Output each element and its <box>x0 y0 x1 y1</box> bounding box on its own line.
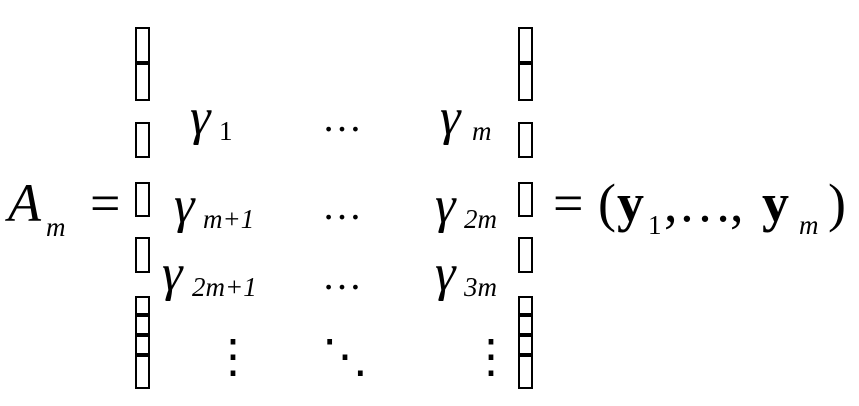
rhs-first-sub: 1 <box>648 210 662 240</box>
matrix-r4c2: ⋱ <box>322 331 368 382</box>
matrix-r2c1-symbol: γ <box>174 177 195 234</box>
matrix-r4c3: ⋮ <box>468 331 514 382</box>
rhs-last-vector: y <box>762 173 789 233</box>
equals-right: = <box>553 173 584 233</box>
rhs-comma-1: , <box>664 173 678 233</box>
matrix-r3c1-sub: 2m+1 <box>192 272 257 302</box>
rhs-close-paren: ) <box>828 173 846 233</box>
matrix-r1c3-symbol: γ <box>440 89 461 146</box>
matrix-r1c1-sub: 1 <box>219 116 233 146</box>
lhs-symbol: A <box>8 173 41 233</box>
matrix-r1c1-symbol: γ <box>190 89 211 146</box>
matrix-r3c3-symbol: γ <box>435 245 456 302</box>
rhs-first-vector: y <box>617 173 644 233</box>
matrix-r2c2: … <box>322 183 362 228</box>
matrix-r3c1-symbol: γ <box>162 245 183 302</box>
rhs-last-sub: m <box>799 210 819 240</box>
matrix-r3c2: … <box>322 253 362 298</box>
rhs-comma-2: , <box>730 173 744 233</box>
matrix-r4c1: ⋮ <box>210 331 256 382</box>
equals-left: = <box>90 173 121 233</box>
lhs-subscript: m <box>46 212 66 242</box>
matrix-r1c2: … <box>322 95 362 140</box>
rhs-ellipsis: … <box>678 173 732 233</box>
matrix-r3c3-sub: 3m <box>464 272 497 302</box>
rhs-open-paren: ( <box>598 173 616 233</box>
matrix-r2c3-sub: 2m <box>464 204 497 234</box>
matrix-r2c1-sub: m+1 <box>203 204 255 234</box>
matrix-r2c3-symbol: γ <box>435 177 456 234</box>
matrix-r1c3-sub: m <box>472 116 492 146</box>
